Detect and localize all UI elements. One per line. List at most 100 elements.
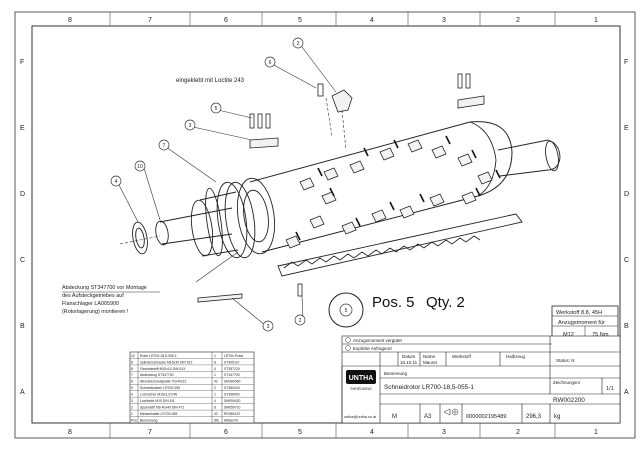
cover-note-line: (Rotorlagerung) montieren ! xyxy=(62,309,129,315)
parts-cell: ST347700 xyxy=(224,373,240,377)
parts-cell: SM380060 xyxy=(224,380,241,384)
row-label: F xyxy=(624,59,628,66)
col-label: 8 xyxy=(68,17,72,24)
row-label: E xyxy=(20,125,25,132)
row-label: F xyxy=(20,59,24,66)
revision-header: Name xyxy=(423,354,436,359)
row-label: B xyxy=(20,323,25,330)
note-line: Anzugsmoment vergütet xyxy=(353,338,403,343)
inner-frame xyxy=(31,25,621,424)
callout-number: 5 xyxy=(345,308,348,314)
title-block-notes: Anzugsmoment vergütet Explizite Anfrageo… xyxy=(345,337,403,351)
callout-balloons xyxy=(110,37,353,332)
parts-cell: 1 xyxy=(214,373,216,377)
scale-value: M xyxy=(392,414,397,420)
parts-cell: 1 xyxy=(214,354,216,358)
callout-number: 3 xyxy=(267,324,270,330)
parts-cell: 6 xyxy=(131,380,133,384)
parts-cell: 3 xyxy=(131,399,133,403)
parts-cell: SM050420 xyxy=(224,399,241,403)
parts-header-cell: Artikel-Nr xyxy=(224,418,239,422)
cover-note-line: Flanschlager LA005900 xyxy=(62,301,119,307)
parts-cell: 4 xyxy=(214,399,216,403)
col-label: 3 xyxy=(442,429,446,436)
parts-cell: 7 xyxy=(131,373,133,377)
logo-text: UNTHA xyxy=(349,375,374,382)
weight-value: 296,3 xyxy=(526,414,542,420)
parts-cell: 8 xyxy=(214,405,216,409)
row-label: C xyxy=(20,257,25,264)
parts-cell: 10 xyxy=(131,354,135,358)
parts-cell: 8 xyxy=(214,360,216,364)
callout-number: 6 xyxy=(269,60,272,66)
cover-note-line: des Aufsteckgetriebes auf xyxy=(62,293,124,299)
thread-size: M12 xyxy=(563,332,574,338)
material-grade: Werkstoff 8.8, 45H xyxy=(556,310,602,316)
parts-cell: ST357120 xyxy=(224,367,240,371)
callout-number: 7 xyxy=(163,143,166,149)
format-value: A3 xyxy=(424,414,432,420)
outer-frame xyxy=(14,11,636,439)
parts-cell: Lochkeile M10 DIN 8.8 xyxy=(140,399,174,403)
torque-label: Anzugsmoment für xyxy=(558,320,605,326)
parts-cell: RF055420 xyxy=(224,412,240,416)
parts-cell: Wendeschneidplatte 70x40x12 xyxy=(140,380,186,384)
revision-table: Datum Name Werkstoff Halbzeug 16.10.11 M… xyxy=(400,354,575,365)
callout-number: 2 xyxy=(299,318,302,324)
column-labels-top: 8 7 6 5 4 3 2 1 xyxy=(68,17,598,24)
parts-cell: Messerhalter LR700-055 xyxy=(140,412,177,416)
revision-header: Halbzeug xyxy=(506,354,526,359)
row-labels: F E D C B A F E D C B A xyxy=(20,59,629,396)
leader-lines xyxy=(117,46,337,327)
row-label: D xyxy=(20,191,25,198)
parts-cell: Lochsicher M16x1,5 DIN xyxy=(140,393,178,397)
contact-email: untha@untha.co.at xyxy=(344,415,377,419)
parts-cell: ST380043 xyxy=(224,386,240,390)
row-label: E xyxy=(624,125,629,132)
title-block-grid xyxy=(341,335,621,424)
designation-label: Benennung xyxy=(384,371,408,376)
logo-subtext: SHREDDING xyxy=(350,387,372,391)
parts-cell: 1 xyxy=(214,393,216,397)
untha-logo: UNTHA SHREDDING untha@untha.co.at xyxy=(344,370,377,419)
col-label: 1 xyxy=(594,429,598,436)
parts-header-cell: Pos xyxy=(131,418,137,422)
parts-cell: 2 xyxy=(214,386,216,390)
sheet-count: 1/1 xyxy=(606,386,614,392)
parts-cell: 4 xyxy=(131,393,133,397)
col-label: 6 xyxy=(224,17,228,24)
counter-knife-strip xyxy=(277,213,523,277)
callout-numbers: 2 6 5 3 7 10 4 5 2 3 xyxy=(115,41,348,330)
parts-cell: Abdeckung ST347700 xyxy=(140,373,174,377)
parts-cell: ST358400 xyxy=(224,393,240,397)
part-number: 0000002195489 xyxy=(466,414,506,420)
col-label: 7 xyxy=(148,429,152,436)
blade-holders xyxy=(285,139,493,249)
parts-cell: 8 xyxy=(131,367,133,371)
callout-number: 5 xyxy=(215,106,218,112)
row-label: C xyxy=(624,257,629,264)
parts-cell: SM050710 xyxy=(224,405,241,409)
quantity-label: Qty. 2 xyxy=(426,294,465,311)
callout-number: 2 xyxy=(297,41,300,47)
weight-unit: kg xyxy=(554,414,560,420)
rotor-drum xyxy=(132,121,561,259)
drawing-number: RW002200 xyxy=(553,397,585,404)
parts-cell: Zylinderschraube M16x35 DIN 912 xyxy=(140,360,193,364)
col-label: 2 xyxy=(516,429,520,436)
torque-value: 75 Nm xyxy=(592,332,609,338)
drawing-number-label: Zeichnungsnr xyxy=(553,380,581,385)
parts-cell: ST305110 xyxy=(224,360,240,364)
loose-parts xyxy=(197,73,485,303)
callout-number: 4 xyxy=(115,179,118,185)
parts-cell: 42 xyxy=(214,380,218,384)
col-label: 8 xyxy=(68,429,72,436)
loctite-note: eingeklebt mit Loctite 243 xyxy=(176,78,245,84)
revision-header: Datum xyxy=(402,354,416,359)
position-label: Pos. 5 xyxy=(372,294,415,311)
drawing-title: Schneidrotor LR700-18,5-055-1 xyxy=(384,384,474,391)
col-label: 4 xyxy=(370,17,374,24)
